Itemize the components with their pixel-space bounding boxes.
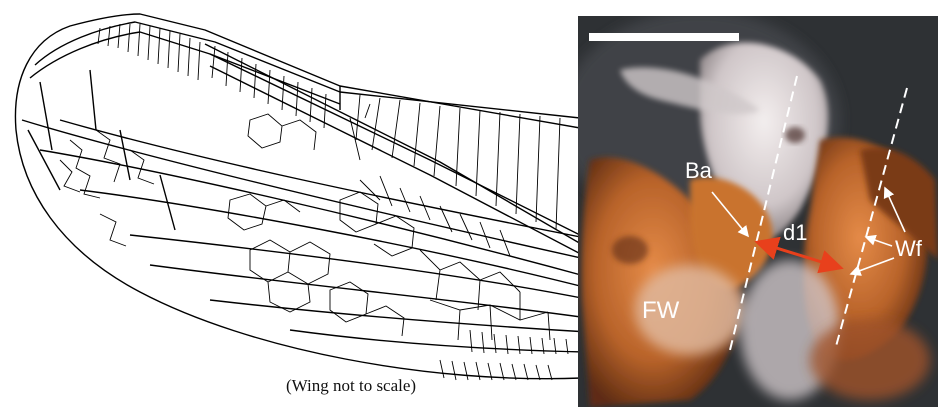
micrograph-photo bbox=[560, 10, 938, 407]
wing-drawing bbox=[15, 14, 600, 379]
scale-bar bbox=[589, 33, 739, 41]
caption: (Wing not to scale) bbox=[286, 376, 416, 395]
wing-cells bbox=[60, 24, 568, 380]
label-wf: Wf bbox=[895, 236, 923, 261]
label-ba: Ba bbox=[685, 158, 713, 183]
label-d1: d1 bbox=[783, 220, 807, 245]
label-fw: FW bbox=[642, 297, 680, 324]
wing-outline bbox=[15, 14, 582, 379]
